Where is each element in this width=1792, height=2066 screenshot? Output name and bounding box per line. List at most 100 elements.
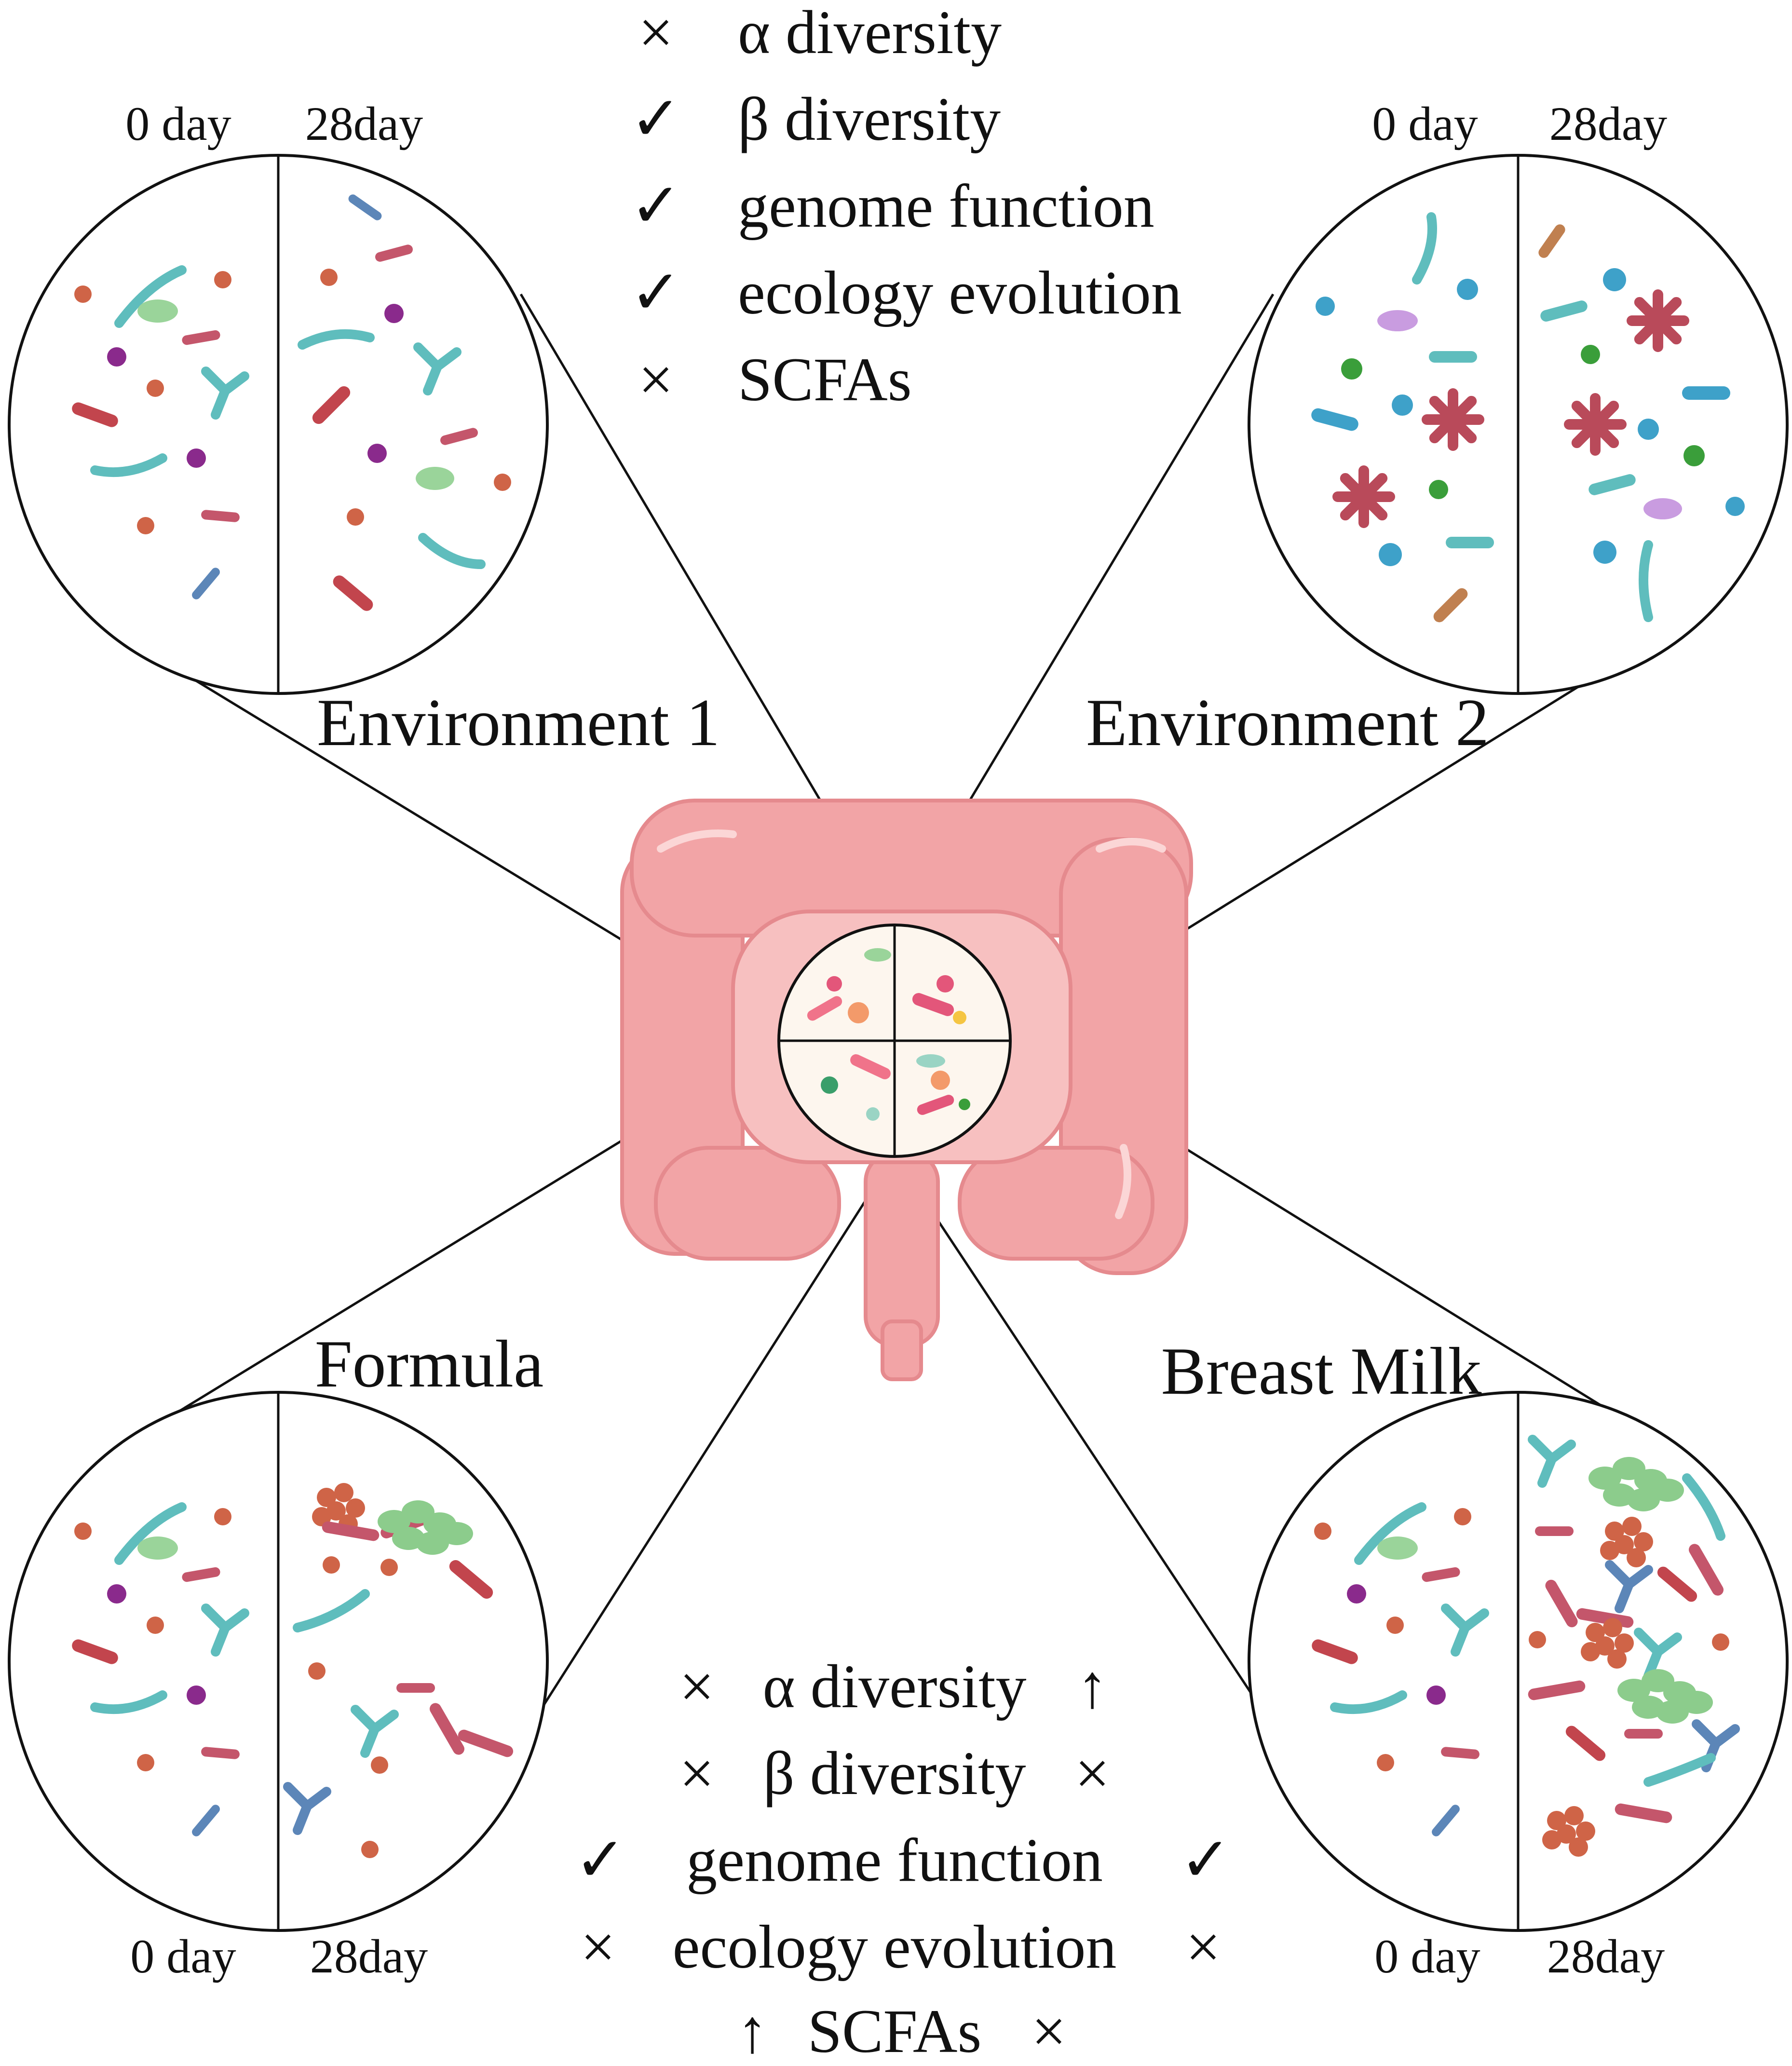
bacteria-icon (74, 1522, 92, 1540)
bacteria-icon (1607, 1649, 1627, 1669)
panel-formula: Formula 0 day 28day (8, 1327, 549, 1983)
bacteria-icon (1683, 445, 1705, 466)
bacteria-icon (1565, 1726, 1606, 1761)
env1-day0-label: 0 day (125, 97, 231, 150)
bacteria-icon (1540, 300, 1588, 322)
bacteria-icon (1557, 1824, 1576, 1844)
bacteria-icon (1680, 1691, 1713, 1714)
bacteria-icon (1547, 1811, 1566, 1830)
bacteria-icon (1603, 1618, 1622, 1637)
bacteria-icon (1377, 310, 1418, 331)
env1-day28-label: 28day (305, 97, 423, 150)
bacteria-icon (1576, 1821, 1595, 1841)
bottom-row-label: genome function (686, 1826, 1103, 1894)
bacteria-icon (1657, 1566, 1697, 1602)
check-icon: ✓ (630, 258, 681, 327)
bacteria-icon (1538, 224, 1565, 258)
bacteria-icon (1581, 1642, 1600, 1661)
bottom-row: ↑ SCFAs × (737, 1997, 1066, 2066)
top-row-label: ecology evolution (738, 258, 1182, 327)
top-row: ✓ β diversity (630, 85, 1001, 153)
bacteria-icon (494, 474, 511, 491)
bacteria-icon (1588, 1467, 1621, 1490)
check-icon: ✓ (630, 85, 681, 153)
milk-title: Breast Milk (1161, 1334, 1482, 1409)
bacteria-icon (430, 1703, 464, 1755)
bacteria-icon (1330, 1690, 1407, 1714)
bacteria-icon (1656, 1700, 1689, 1724)
bacteria-icon (1593, 541, 1616, 564)
milk-day28-label: 28day (1547, 1930, 1665, 1983)
bacteria-icon (72, 402, 118, 427)
bacteria-icon (346, 1498, 365, 1518)
bacteria-icon (1545, 1579, 1578, 1628)
bacteria-icon (1651, 1479, 1684, 1502)
bottom-row: ✓ genome function ✓ (574, 1826, 1231, 1894)
bacteria-icon (1535, 1526, 1574, 1536)
env1-bacteria (72, 194, 511, 611)
bacteria-icon (1379, 543, 1402, 566)
bacteria-icon (1643, 1753, 1716, 1787)
check-icon: ✓ (574, 1826, 626, 1894)
env2-day28-label: 28day (1549, 97, 1667, 150)
bacteria-icon (137, 1536, 178, 1560)
bacteria-icon (192, 568, 220, 599)
bacteria-icon (396, 1683, 435, 1693)
bacteria-icon (440, 1522, 473, 1545)
panel-environment-2: 0 day 28day Environment 2 (1086, 97, 1789, 760)
bacteria-icon (1412, 212, 1437, 285)
bottom-criteria-table: × α diversity ↑ × β diversity × ✓ genome… (574, 1652, 1231, 2066)
bacteria-icon (187, 1685, 206, 1705)
bacteria-icon (308, 1662, 326, 1680)
bacteria-icon (361, 1841, 379, 1858)
env2-title: Environment 2 (1086, 685, 1489, 760)
cecum (654, 1146, 841, 1261)
bacteria-icon (378, 1510, 410, 1533)
bacteria-icon (147, 380, 164, 397)
bacteria-icon (1595, 1636, 1615, 1656)
bacteria-icon (348, 194, 382, 220)
bottom-row: × ecology evolution × (581, 1913, 1221, 1981)
bacteria-icon (90, 1690, 167, 1714)
cross-icon: × (638, 0, 673, 67)
bottom-row: × α diversity ↑ (679, 1652, 1108, 1721)
bacteria-icon (1347, 1584, 1366, 1604)
bacteria-icon (192, 1805, 220, 1836)
check-icon: ✓ (1180, 1826, 1231, 1894)
bacteria-icon (298, 329, 375, 350)
bacteria-icon (423, 362, 442, 395)
formula-day28-label: 28day (310, 1930, 428, 1983)
bacteria-icon (72, 1639, 118, 1664)
bacteria-icon (807, 948, 970, 1121)
bacteria-icon (1682, 386, 1730, 400)
cross-icon: × (1186, 1913, 1221, 1981)
bacteria-icon (384, 304, 404, 323)
bacteria-icon (323, 1556, 340, 1574)
bacteria-icon (1588, 474, 1636, 495)
top-row-label: α diversity (738, 0, 1002, 67)
rectum (864, 1151, 940, 1347)
bacteria-icon (1354, 1502, 1426, 1565)
bacteria-icon (1615, 1579, 1634, 1613)
bacteria-icon (1432, 1805, 1460, 1836)
cross-icon: × (679, 1739, 714, 1808)
bacteria-icon (1615, 1535, 1634, 1554)
formula-bacteria (72, 1483, 514, 1858)
bottom-row-label: SCFAs (808, 1997, 982, 2066)
bacteria-icon (1340, 473, 1388, 521)
sigmoid-colon (958, 1146, 1154, 1261)
bottom-row-label: α diversity (763, 1652, 1027, 1721)
up-arrow-icon: ↑ (1077, 1652, 1108, 1721)
bacteria-icon (201, 510, 240, 522)
bacteria-icon (1441, 1747, 1480, 1759)
bacteria-icon (1446, 537, 1494, 548)
env2-bacteria (1311, 212, 1745, 623)
bacteria-icon (114, 265, 187, 328)
bacteria-icon (74, 285, 92, 303)
check-icon: ✓ (630, 172, 681, 240)
bacteria-icon (1377, 1536, 1418, 1560)
bacteria-icon (114, 1502, 187, 1565)
bacteria-icon (182, 330, 220, 345)
bacteria-icon (1643, 498, 1682, 519)
formula-day0-label: 0 day (130, 1930, 236, 1983)
